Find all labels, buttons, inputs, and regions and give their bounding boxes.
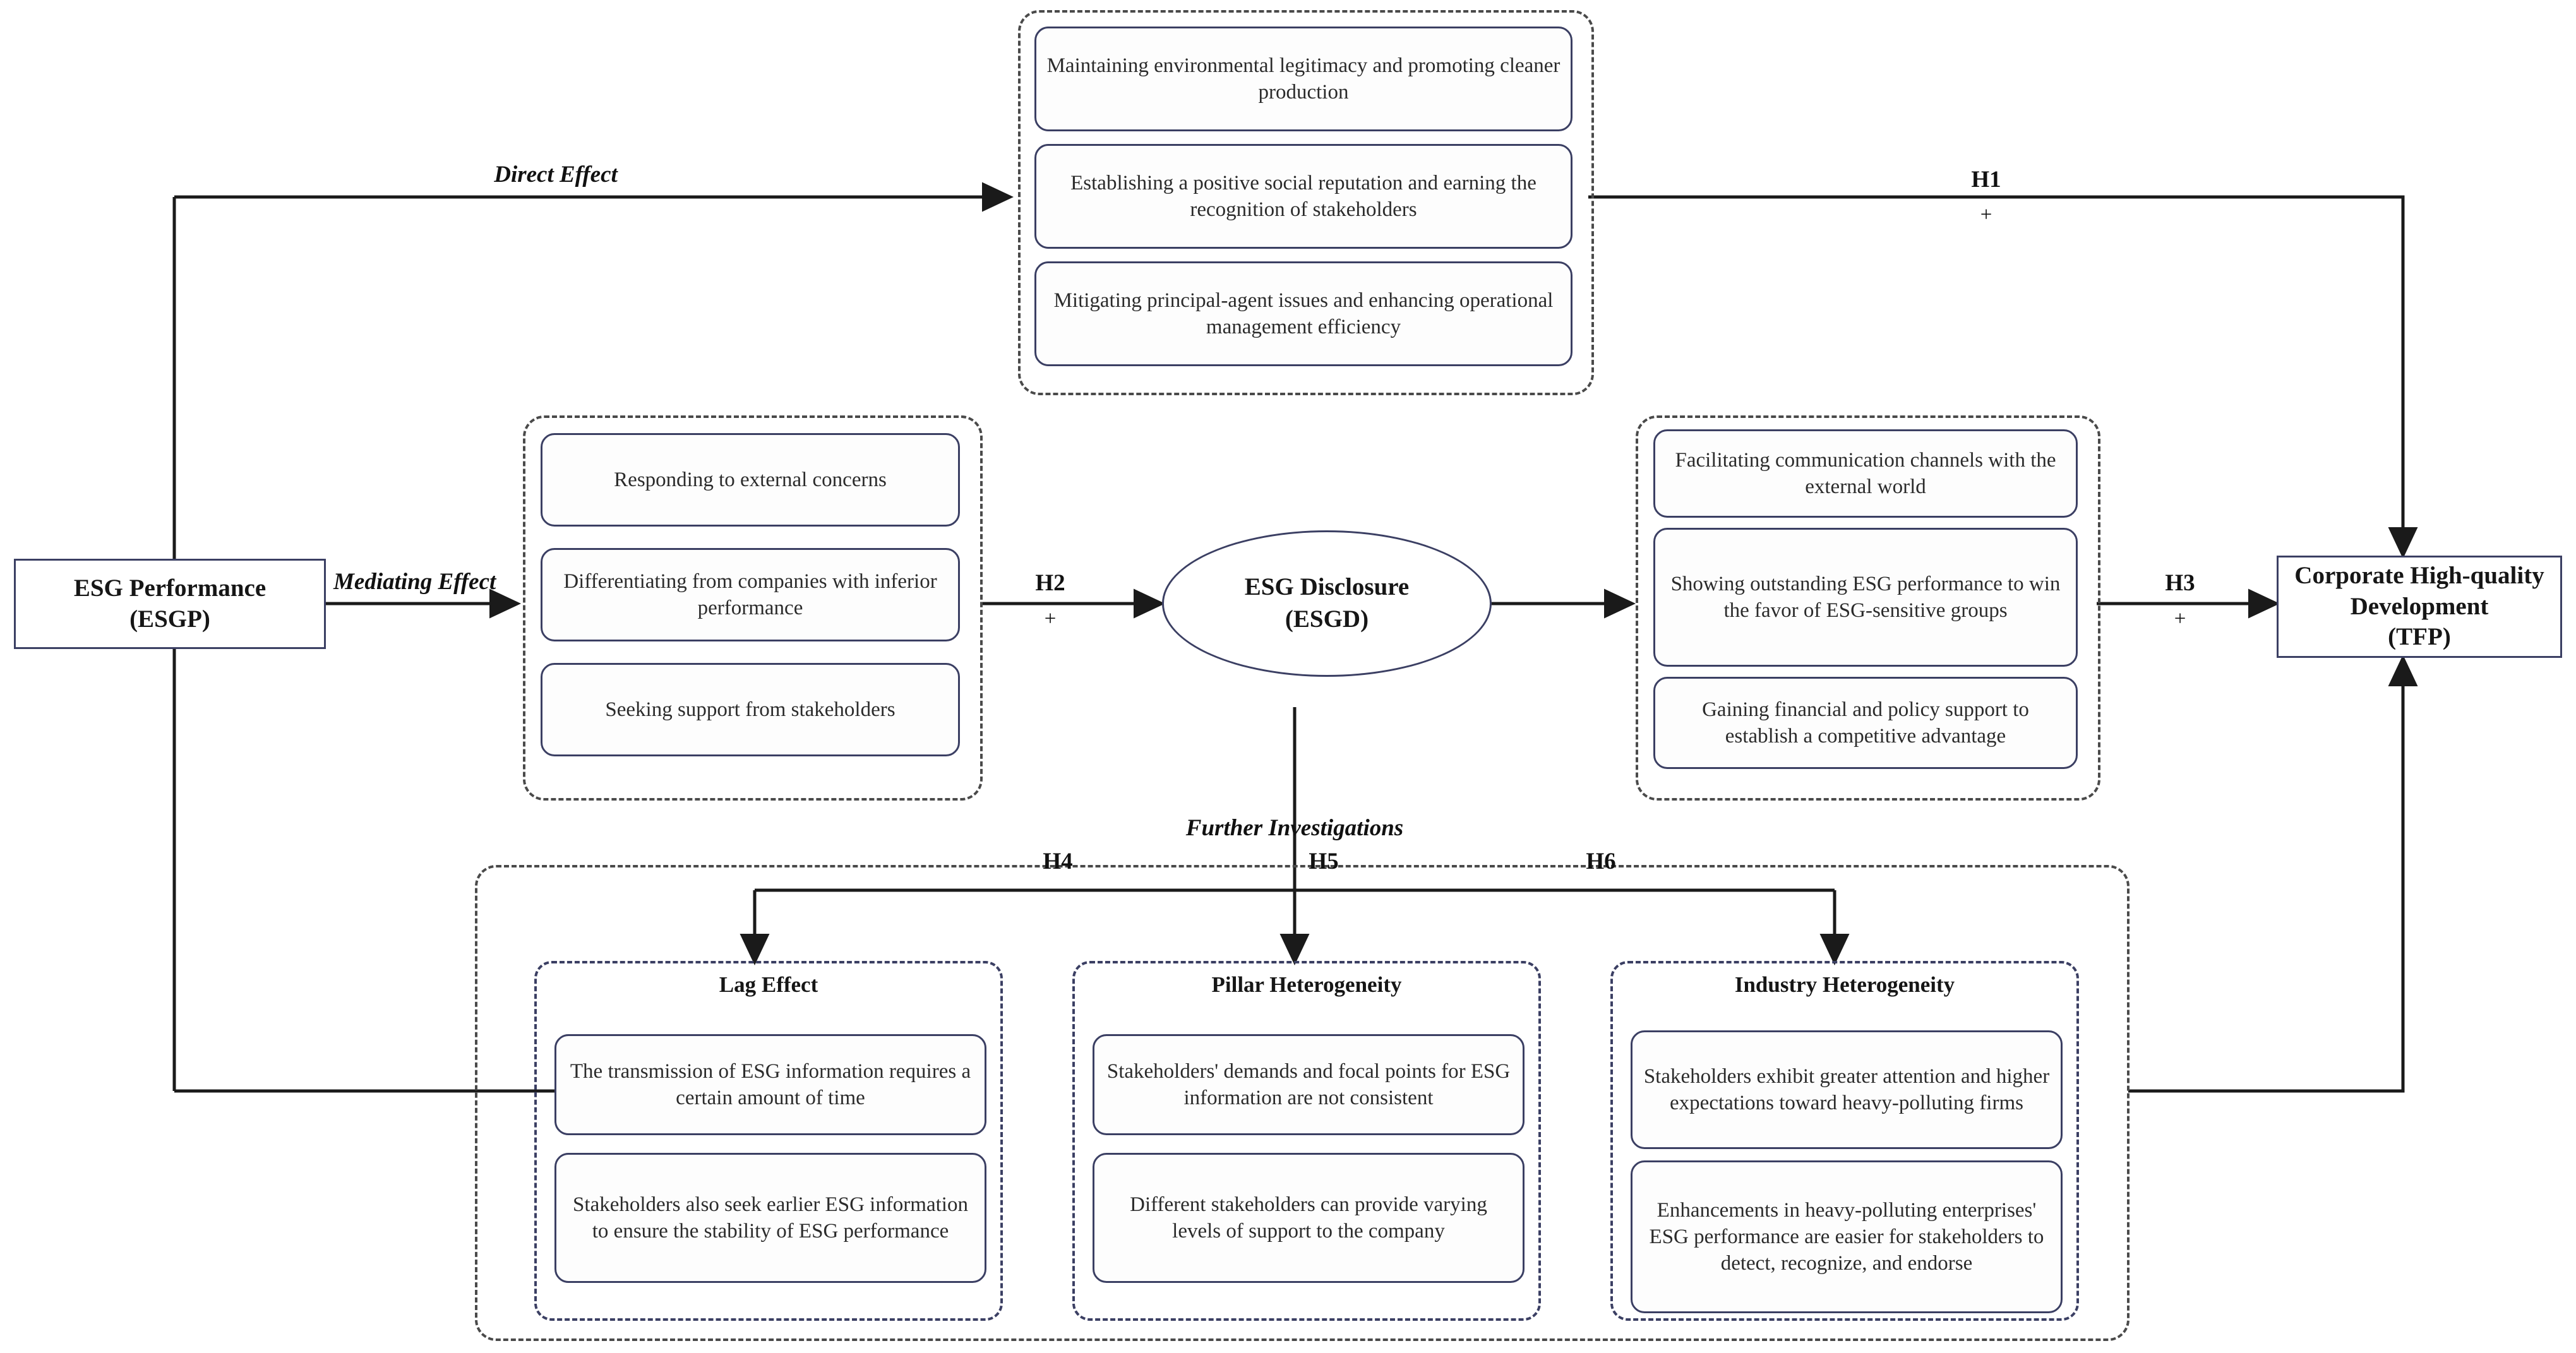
node-tfp-line2: Development [2350, 592, 2489, 620]
mediating-right-item-3: Gaining financial and policy support to … [1653, 677, 2078, 769]
direct-effect-item-3: Mitigating principal-agent issues and en… [1034, 261, 1573, 366]
node-esg-performance: ESG Performance (ESGP) [14, 559, 326, 649]
node-corporate-high-quality-development: Corporate High-quality Development (TFP) [2277, 556, 2562, 658]
mediating-left-item-3: Seeking support from stakeholders [541, 663, 960, 756]
node-esgd-line2: (ESGD) [1285, 605, 1369, 633]
label-h5: H5 [1309, 849, 1339, 874]
pillar-heterogeneity-title: Pillar Heterogeneity [1211, 972, 1402, 997]
label-h3: H3 [2165, 570, 2195, 596]
node-tfp-line1: Corporate High-quality [2294, 561, 2544, 589]
label-h2-sign: + [1044, 607, 1057, 630]
mediating-right-panel: Facilitating communication channels with… [1636, 415, 2100, 801]
node-esgp-line2: (ESGP) [129, 605, 210, 633]
lag-effect-title: Lag Effect [719, 972, 818, 997]
direct-effect-item-2: Establishing a positive social reputatio… [1034, 144, 1573, 249]
lag-effect-item-2: Stakeholders also seek earlier ESG infor… [554, 1153, 986, 1283]
mediating-right-item-1: Facilitating communication channels with… [1653, 429, 2078, 518]
pillar-heterogeneity-subpanel: Pillar Heterogeneity Stakeholders' deman… [1072, 961, 1541, 1321]
label-h1-sign: + [1980, 203, 1992, 226]
label-h4: H4 [1043, 849, 1073, 874]
mediating-left-item-2: Differentiating from companies with infe… [541, 548, 960, 641]
industry-heterogeneity-subpanel: Industry Heterogeneity Stakeholders exhi… [1610, 961, 2079, 1321]
mediating-left-item-1: Responding to external concerns [541, 433, 960, 527]
further-investigations-panel: Lag Effect The transmission of ESG infor… [475, 865, 2130, 1341]
label-h2: H2 [1035, 570, 1065, 596]
lag-effect-subpanel: Lag Effect The transmission of ESG infor… [534, 961, 1003, 1321]
industry-heterogeneity-title: Industry Heterogeneity [1734, 972, 1955, 997]
label-direct-effect: Direct Effect [494, 162, 618, 188]
lag-effect-item-1: The transmission of ESG information requ… [554, 1034, 986, 1135]
label-h6: H6 [1586, 849, 1616, 874]
label-further-investigations: Further Investigations [1185, 815, 1404, 841]
industry-heterogeneity-item-1: Stakeholders exhibit greater attention a… [1631, 1030, 2063, 1149]
direct-effect-panel: Maintaining environmental legitimacy and… [1018, 10, 1594, 395]
wire-further-to-tfp [2128, 655, 2418, 1093]
pillar-heterogeneity-item-2: Different stakeholders can provide varyi… [1093, 1153, 1525, 1283]
node-esg-disclosure: ESG Disclosure (ESGD) [1162, 530, 1492, 677]
label-h3-sign: + [2174, 607, 2186, 630]
industry-heterogeneity-item-2: Enhancements in heavy-polluting enterpri… [1631, 1160, 2063, 1313]
pillar-heterogeneity-item-1: Stakeholders' demands and focal points f… [1093, 1034, 1525, 1135]
label-h1: H1 [1971, 167, 2001, 193]
mediating-right-item-2: Showing outstanding ESG performance to w… [1653, 528, 2078, 667]
node-esgd-line1: ESG Disclosure [1244, 573, 1410, 601]
mediating-left-panel: Responding to external concerns Differen… [523, 415, 983, 801]
label-mediating-effect: Mediating Effect [333, 569, 496, 595]
node-esgp-line1: ESG Performance [73, 574, 267, 602]
direct-effect-item-1: Maintaining environmental legitimacy and… [1034, 27, 1573, 131]
node-tfp-line3: (TFP) [2388, 623, 2451, 651]
